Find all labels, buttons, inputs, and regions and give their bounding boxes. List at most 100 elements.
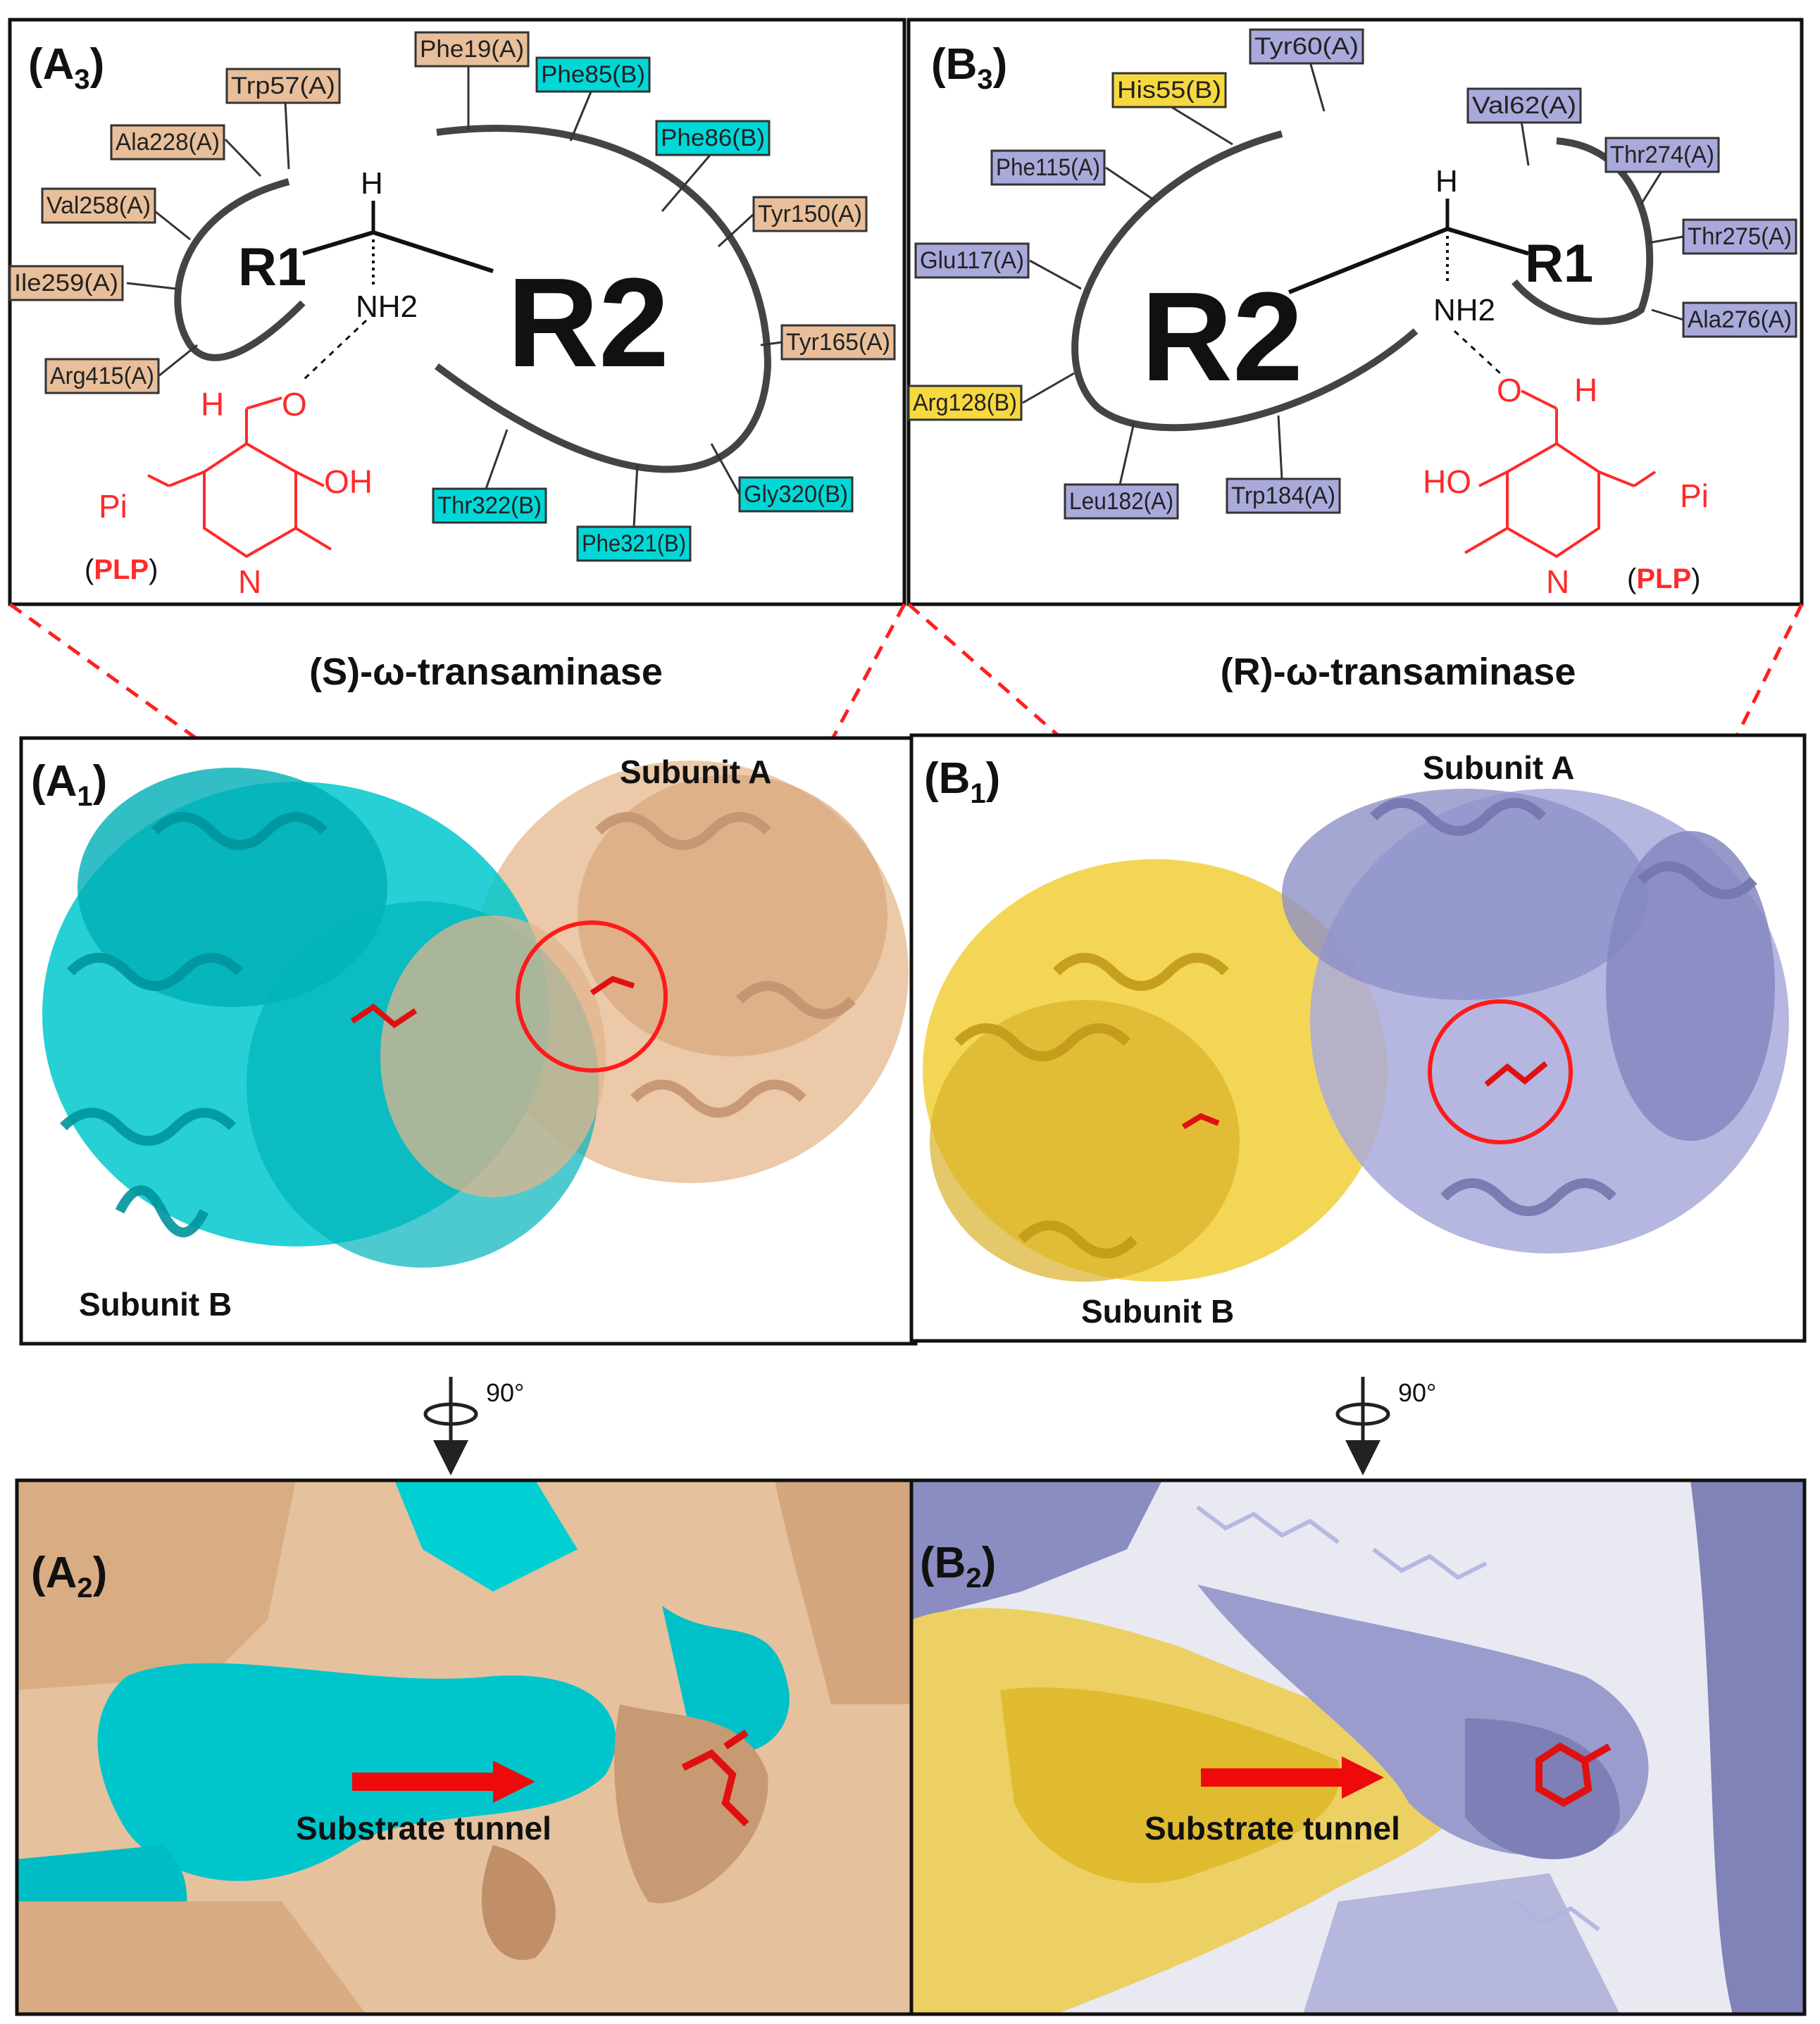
tunnel-arrow-icon (1342, 1756, 1384, 1799)
r2-label: R2 (507, 252, 669, 394)
plp-nitrogen: N (238, 563, 261, 600)
rotation-angle: 90° (1398, 1378, 1436, 1407)
residue-label: Phe115(A) (996, 154, 1100, 181)
stereocenter-h: H (1435, 164, 1458, 199)
plp-aldehyde-h: H (201, 386, 224, 423)
protein-render-a1 (42, 761, 909, 1268)
r1-label: R1 (238, 237, 306, 297)
residue-box (535, 56, 651, 93)
residue-leader-line (1309, 61, 1326, 112)
surface-render-b2 (911, 1480, 1805, 2014)
residue-leader-line (485, 429, 509, 489)
residue-box (41, 187, 156, 224)
panel-a1: (A1) Subunit A Subunit B (19, 736, 918, 1346)
panel-b3-label: (B3) (931, 40, 1007, 95)
residue-label: Thr275(A) (1688, 223, 1792, 250)
residue-box (1466, 87, 1582, 124)
residue-label: Thr274(A) (1610, 142, 1714, 168)
residue-label: Tyr165(A) (786, 329, 890, 356)
residue-box (907, 385, 1023, 421)
residue-box (8, 265, 124, 301)
residue-leader-line (760, 341, 783, 346)
protein-render-b1 (923, 789, 1789, 1282)
r1-label: R1 (1525, 234, 1593, 294)
panel-a2-label: (A2) (31, 1549, 107, 1604)
plp-name: (PLP) (85, 554, 158, 585)
residue-leader-line (224, 138, 262, 177)
residue-label: Tyr150(A) (758, 201, 862, 227)
residue-leader-line (158, 344, 198, 377)
rotation-arrow-right: 90° (1335, 1377, 1436, 1475)
residue-leader-line (1277, 415, 1283, 480)
residue-labels-a3: Phe19(A)Phe85(B)Trp57(A)Phe86(B)Ala228(A… (8, 31, 896, 562)
subunit-a-label: Subunit A (1423, 749, 1574, 786)
panel-b1-label: (B1) (924, 754, 1000, 809)
residue-box (1249, 28, 1364, 65)
plp-aldehyde-h: H (1574, 372, 1597, 408)
residue-label: Val258(A) (46, 192, 151, 219)
residue-box (1064, 483, 1179, 520)
residue-box (752, 196, 868, 232)
tunnel-arrow-icon (493, 1761, 535, 1803)
residue-label: Ala228(A) (116, 129, 220, 156)
panel-b1: (B1) Subunit A Subunit B (909, 733, 1807, 1343)
residue-label: Ala276(A) (1688, 306, 1792, 333)
r2-label: R2 (1141, 266, 1303, 408)
residue-box (225, 68, 341, 104)
residue-leader-line (1118, 422, 1135, 485)
small-pocket-arc (174, 178, 306, 361)
residue-leader-line (1640, 170, 1664, 205)
plp-structure-b3 (1464, 389, 1657, 558)
residue-box (576, 525, 692, 562)
residue-label: Phe85(B) (541, 61, 645, 88)
residue-label: Trp57(A) (231, 73, 335, 99)
residue-leader-line (632, 464, 639, 527)
plp-nitrogen: N (1546, 563, 1569, 600)
residue-label: Gly320(B) (744, 481, 848, 508)
residue-label: Tyr60(A) (1254, 33, 1359, 60)
residue-leader-line (569, 89, 593, 142)
plp-name: (PLP) (1627, 563, 1700, 594)
panel-a1-label: (A1) (31, 757, 107, 812)
active-site-circle (1428, 999, 1573, 1144)
residue-box (1604, 137, 1720, 173)
amine-label: NH2 (356, 289, 418, 324)
residue-label: Arg415(A) (50, 363, 154, 389)
residue-box (655, 120, 771, 156)
residue-leader-line (1651, 308, 1684, 321)
residue-label: Ile259(A) (14, 270, 118, 296)
residue-label: His55(B) (1117, 77, 1221, 104)
residue-leader-line (1168, 104, 1233, 146)
residue-box (738, 476, 854, 513)
residue-box (110, 124, 225, 161)
residue-label: Phe321(B) (582, 530, 686, 557)
plp-hydroxyl: HO (1423, 463, 1471, 500)
panel-a3: (A3) H NH2 R1 R2 H O OH N Pi (PLP) Phe19… (8, 18, 906, 606)
residue-box (1111, 72, 1227, 108)
residue-leader-line (126, 282, 177, 290)
residue-leader-line (1022, 372, 1075, 404)
subunit-a-label: Subunit A (620, 754, 771, 790)
subunit-b-label: Subunit B (79, 1286, 232, 1323)
residue-box (414, 31, 530, 68)
heading-s-enzyme: (S)-ω-transaminase (309, 651, 663, 693)
residue-box (44, 358, 160, 394)
residue-box (1682, 218, 1797, 255)
residue-box (914, 242, 1030, 279)
plp-oxygen: O (282, 386, 307, 423)
rotation-arrow-left: 90° (423, 1377, 524, 1475)
residue-leader-line (661, 153, 713, 212)
residue-leader-line (1520, 120, 1530, 166)
residue-leader-line (717, 213, 755, 248)
subunit-b-label: Subunit B (1081, 1293, 1234, 1330)
residue-box (990, 149, 1106, 186)
residue-leader-line (284, 101, 290, 170)
large-pocket-arc (1071, 130, 1419, 432)
residue-leader-line (1029, 259, 1082, 290)
residue-label: Val62(A) (1472, 92, 1576, 119)
panel-b2-label: (B2) (920, 1539, 996, 1594)
panel-b2: (B2) Substrate tunnel (909, 1478, 1807, 2016)
residue-box (1226, 477, 1341, 514)
residue-label: Glu117(A) (920, 247, 1024, 274)
plp-hydroxyl: OH (324, 463, 373, 500)
